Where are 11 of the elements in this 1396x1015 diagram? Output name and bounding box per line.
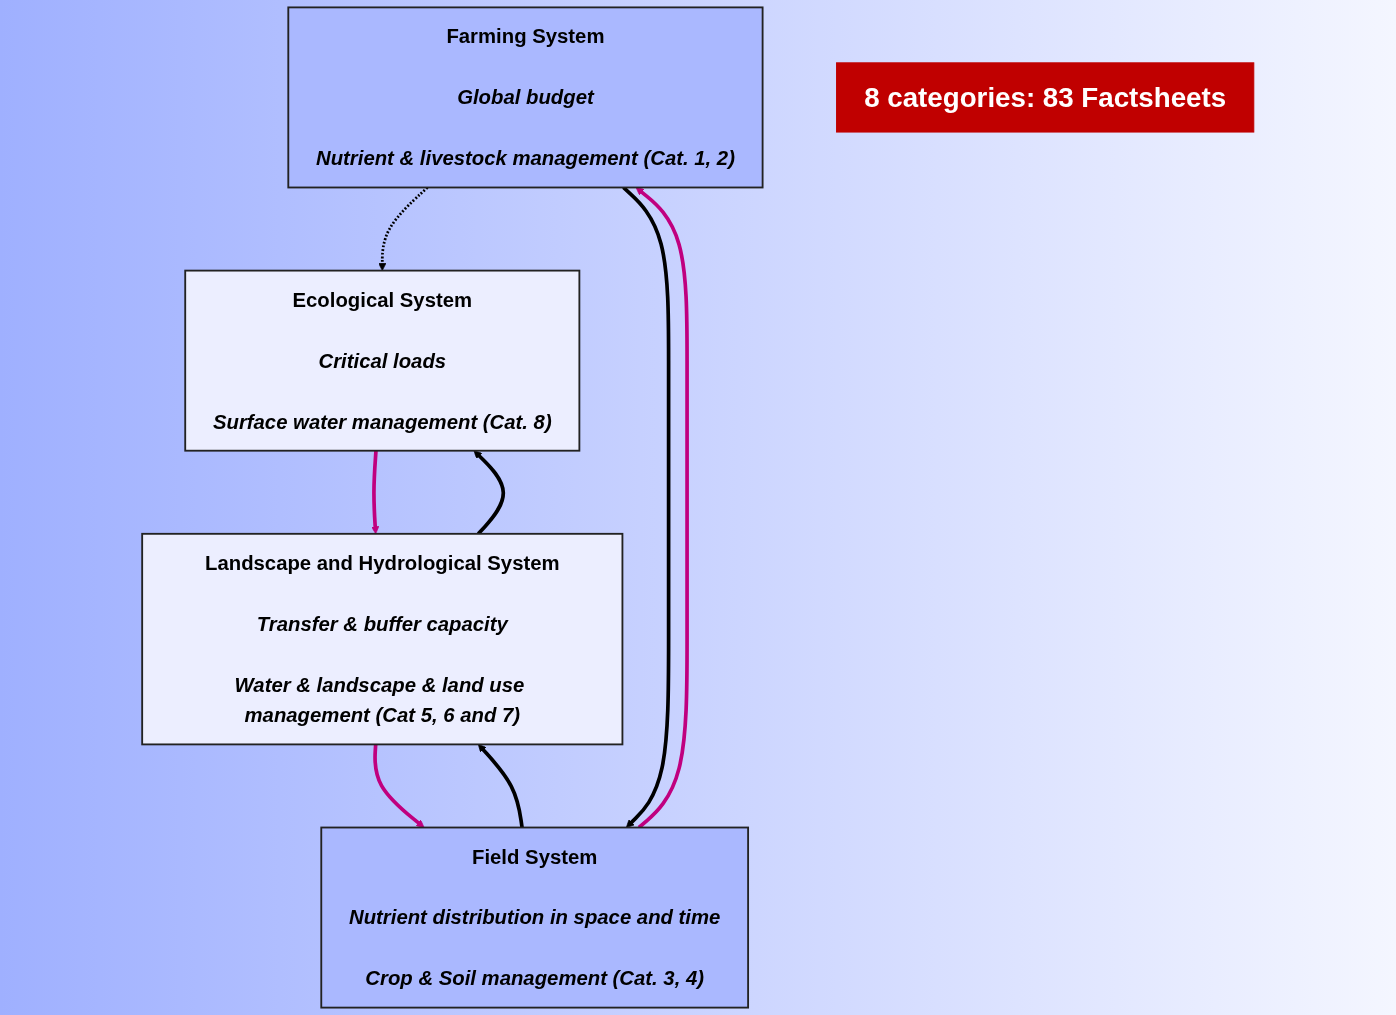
arrow (635, 187, 689, 829)
arrow (622, 186, 671, 828)
node-box: Ecological System Critical loads Surface water management (Cat. 8) (184, 269, 581, 452)
arrow (373, 744, 425, 828)
arrow (371, 450, 380, 535)
node-box: Landscape and Hydrological System Transfer & buffer capacity Water & landscape & land use management (Cat 5, 6 and 7) (141, 532, 624, 746)
arrow (378, 186, 429, 271)
node-box: Farming System Global budget Nutrient & livestock management (Cat. 1, 2) (287, 6, 764, 189)
node-box: 8 categories: 83 Factsheets (836, 62, 1255, 133)
arrow (477, 744, 524, 828)
node-box: Field System Nutrient distribution in space and time Crop & Soil management (Cat. 3, 4) (320, 826, 750, 1009)
